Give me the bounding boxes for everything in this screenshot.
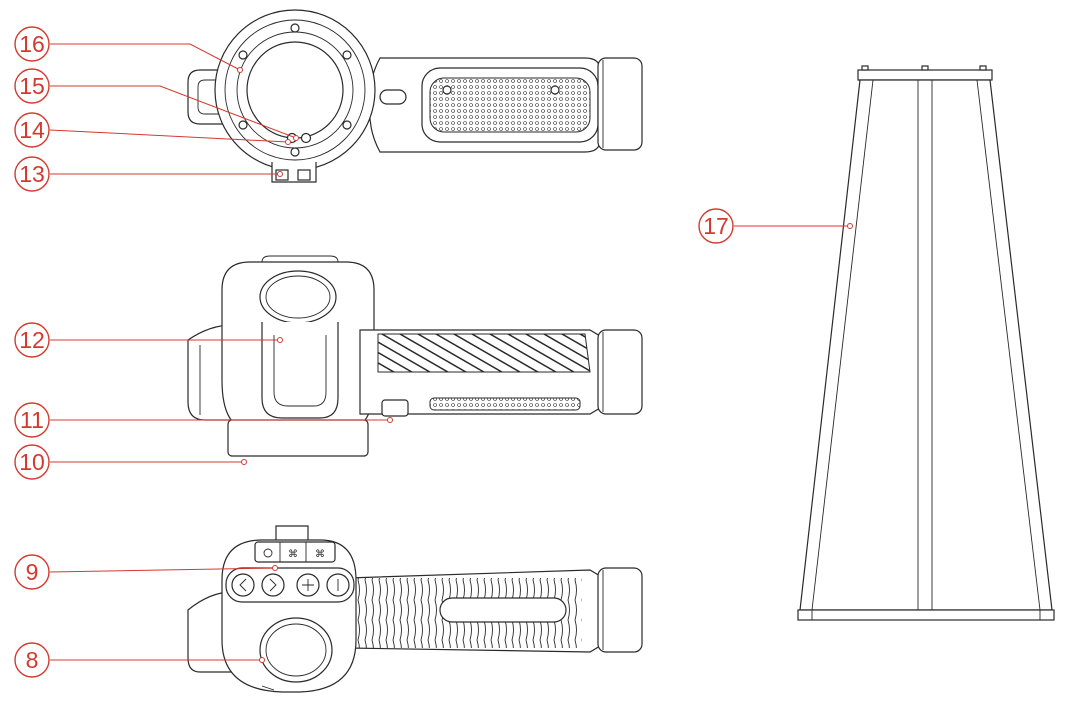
- callout-17: 17: [698, 208, 853, 244]
- callout-11: 11: [14, 402, 393, 438]
- callout-15-label: 15: [19, 73, 45, 99]
- callout-11-label: 11: [20, 407, 44, 433]
- callout-12: 12: [14, 322, 283, 358]
- callout-9: 9: [14, 554, 278, 590]
- stand-view: [797, 65, 1055, 621]
- bottom-view: ⌘ ⌘: [187, 525, 643, 693]
- callout-10: 10: [14, 444, 247, 480]
- callout-12-label: 12: [19, 327, 45, 353]
- callout-8-label: 8: [26, 647, 39, 673]
- callout-17-label: 17: [703, 213, 729, 239]
- callout-8: 8: [14, 642, 265, 678]
- svg-text:⌘: ⌘: [288, 549, 298, 560]
- callout-15: 15: [14, 68, 299, 141]
- top-view: [187, 9, 643, 183]
- callout-16-label: 16: [19, 31, 45, 57]
- callout-14-label: 14: [19, 117, 45, 143]
- callout-9-label: 9: [26, 559, 39, 585]
- callout-14: 14: [14, 112, 291, 148]
- svg-text:⌘: ⌘: [315, 549, 325, 560]
- callout-13-label: 13: [19, 161, 45, 187]
- side-view: [187, 255, 643, 457]
- callout-16: 16: [14, 26, 243, 73]
- callout-10-label: 10: [19, 449, 45, 475]
- callout-13: 13: [14, 156, 283, 192]
